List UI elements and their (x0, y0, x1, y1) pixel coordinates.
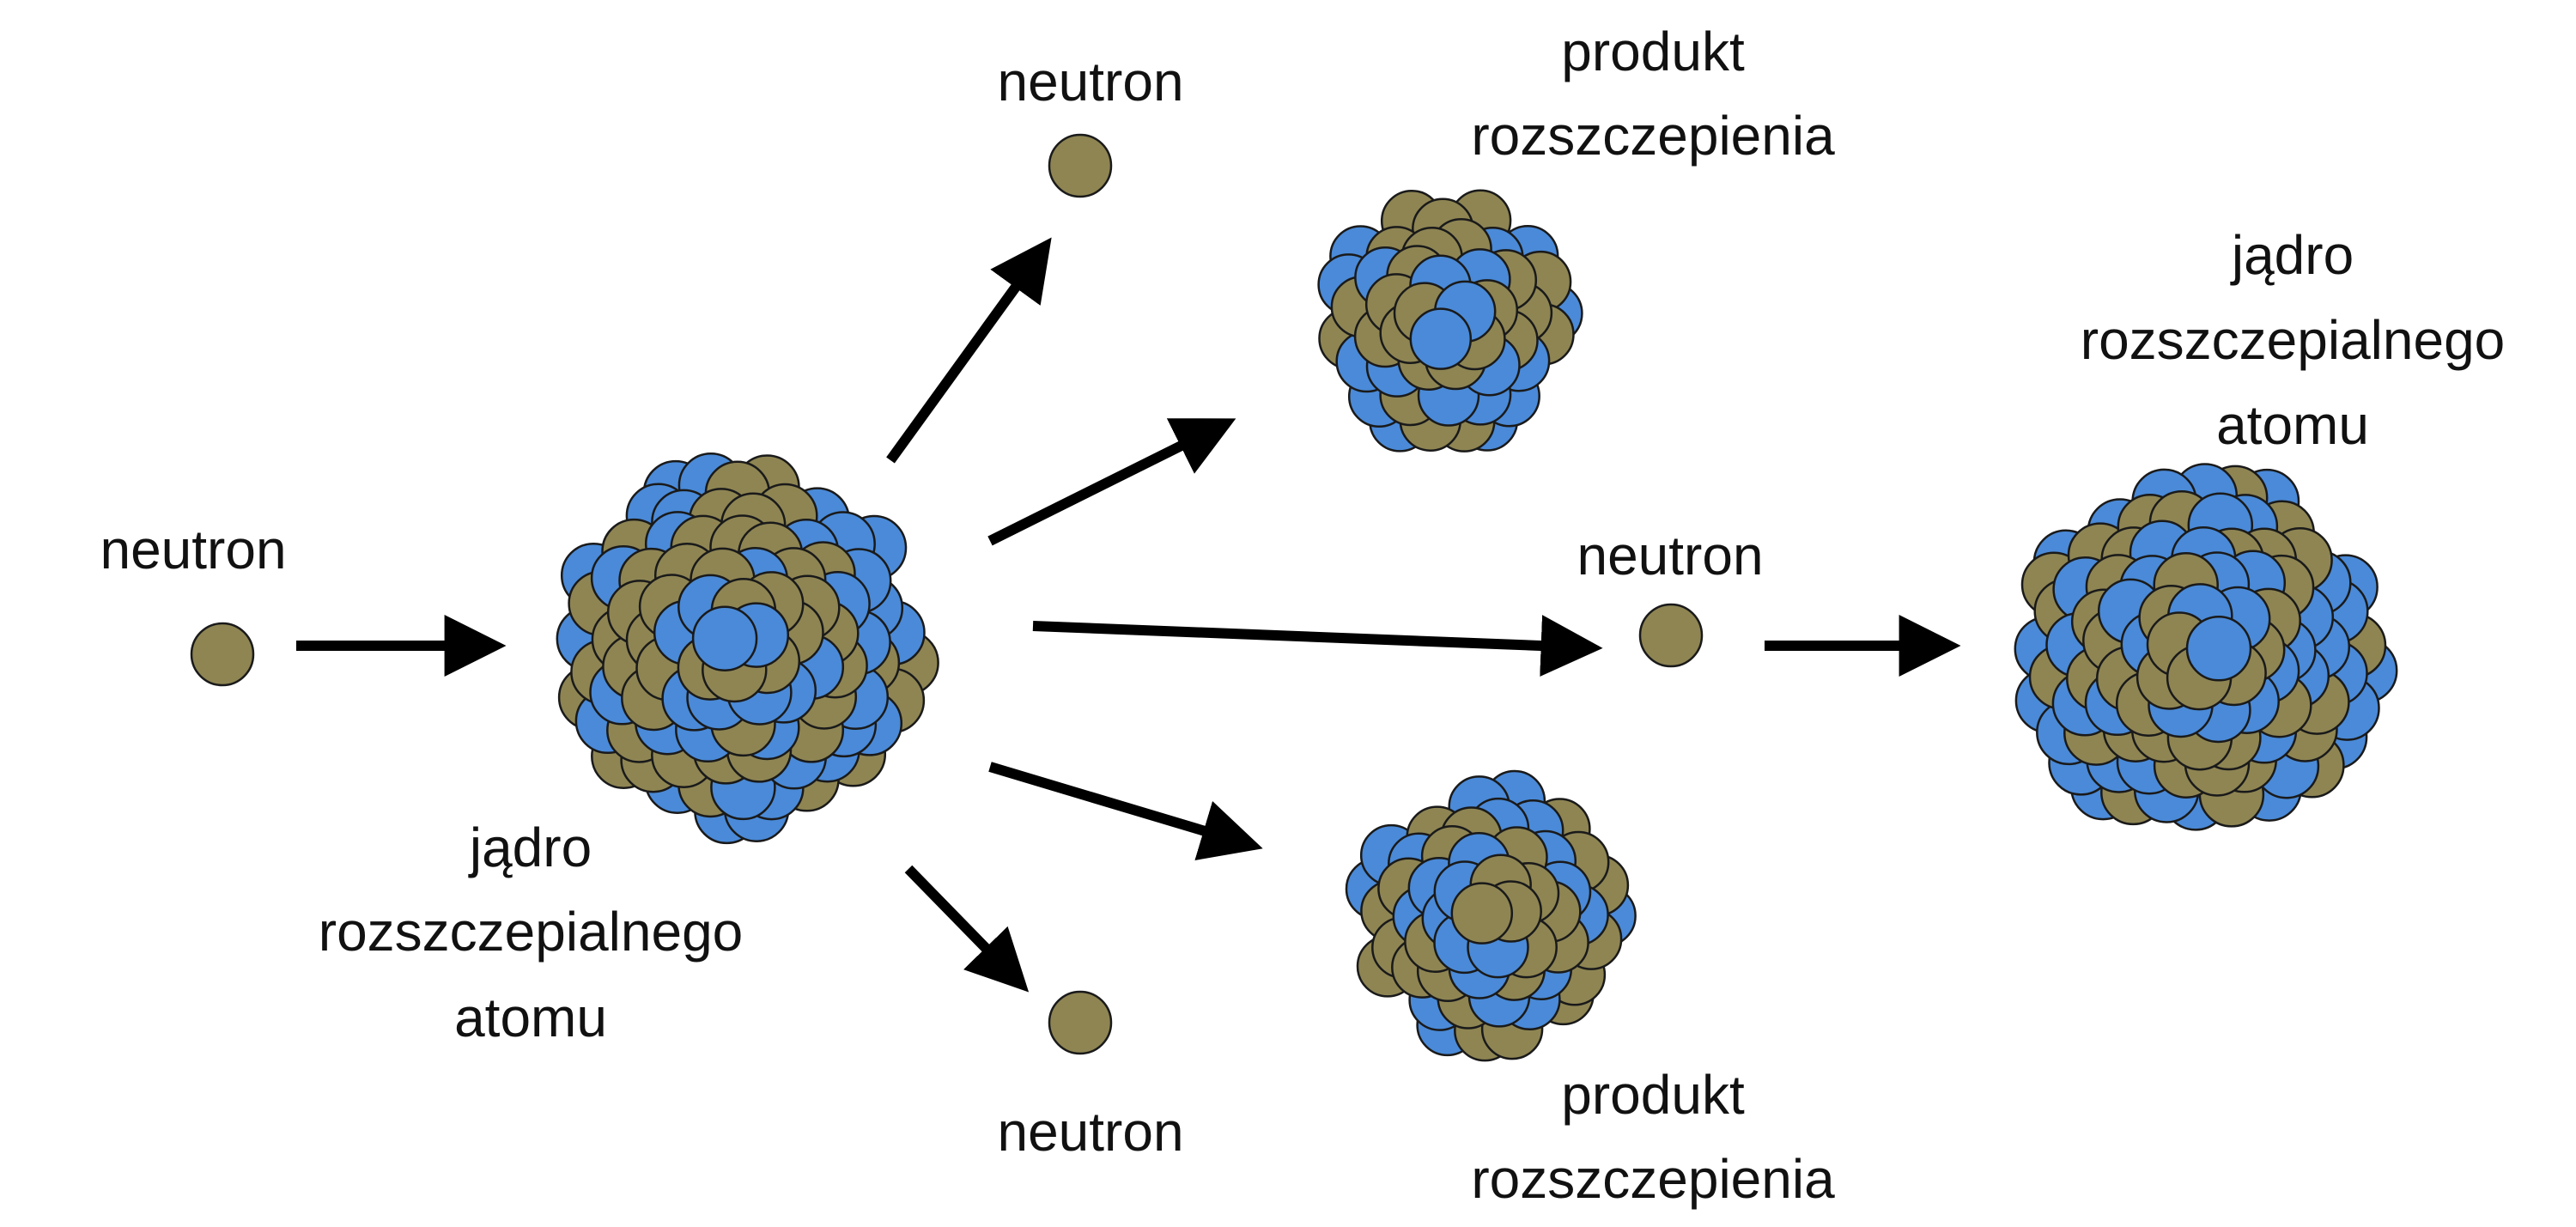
label-target-nucleus-line1: jądro (2231, 224, 2354, 286)
neutron-incoming (190, 622, 255, 687)
neutron-bottom (1048, 990, 1113, 1055)
label-fissile-nucleus-line3: atomu (454, 987, 607, 1048)
neutron-top (1048, 133, 1113, 198)
label-fissile-nucleus-line2: rozszczepialnego (318, 901, 744, 963)
label-top-product-line1: produkt (1561, 21, 1745, 82)
fission-product-bottom (1345, 769, 1637, 1062)
arrow-to-bottom-product (988, 762, 1263, 861)
label-incoming-neutron: neutron (100, 519, 287, 580)
arrow-to-top-neutron (886, 237, 1052, 464)
neutron-middle (1638, 603, 1704, 668)
target-nucleus (2014, 463, 2398, 831)
target-nucleon-proton (2185, 616, 2252, 682)
label-target-nucleus-line3: atomu (2216, 394, 2369, 456)
nucleon-proton (691, 605, 758, 671)
label-middle-neutron: neutron (1577, 525, 1764, 586)
arrow-to-top-product (987, 418, 1236, 546)
arrow-to-middle-neutron (1032, 615, 1603, 677)
label-bottom-product-line2: rozszczepienia (1471, 1148, 1835, 1210)
arrow-to-bottom-neutron (904, 865, 1030, 993)
fissile-nucleus (556, 453, 939, 845)
product-nucleon-proton (1409, 307, 1473, 370)
label-bottom-neutron: neutron (997, 1101, 1184, 1163)
label-top-product-line2: rozszczepienia (1471, 105, 1835, 167)
label-fissile-nucleus-line1: jądro (469, 817, 592, 878)
fission-product-top (1317, 189, 1583, 453)
label-top-neutron: neutron (997, 51, 1184, 112)
label-target-nucleus-line2: rozszczepialnego (2080, 309, 2506, 371)
label-bottom-product-line1: produkt (1561, 1064, 1745, 1126)
product-nucleon-neutron (1450, 882, 1514, 945)
